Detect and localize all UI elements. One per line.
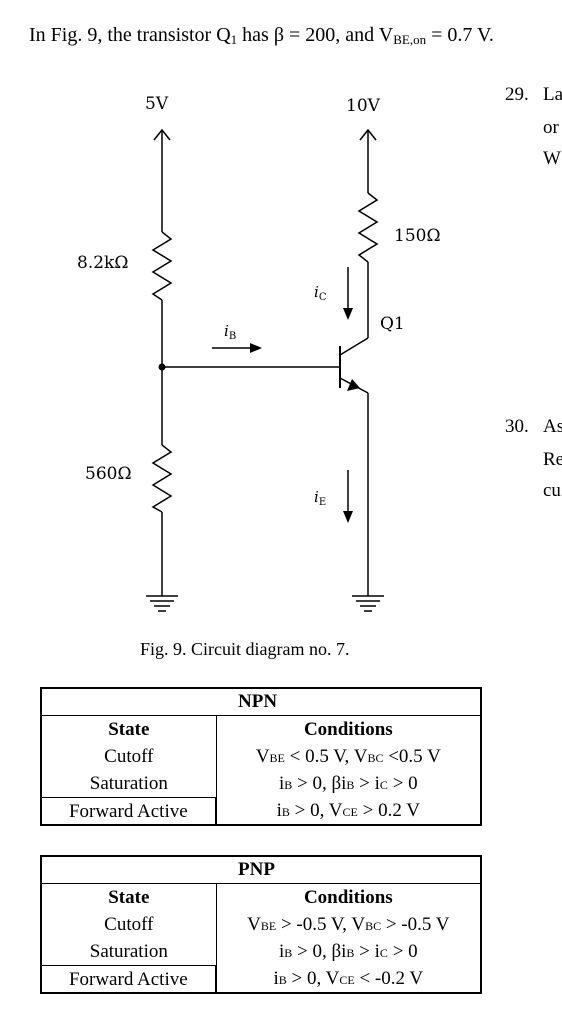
pnp-row-conditions: iB > 0, VCE < -0.2 V bbox=[215, 965, 480, 992]
label-r2: 560Ω bbox=[85, 464, 132, 484]
npn-row-conditions: VBE < 0.5 V, VBC <0.5 V bbox=[215, 743, 480, 770]
supply-arrow-5v bbox=[153, 128, 171, 141]
npn-table: NPN State Conditions Cutoff VBE < 0.5 V, V… bbox=[40, 687, 482, 826]
figure-caption: Fig. 9. Circuit diagram no. 7. bbox=[140, 639, 350, 659]
pnp-row-state: Forward Active bbox=[42, 965, 216, 992]
resistor-560 bbox=[151, 444, 173, 513]
npn-row-conditions: iB > 0, βiB > iC > 0 bbox=[215, 770, 480, 797]
pnp-head-state: State bbox=[108, 887, 150, 908]
supply-arrow-10v bbox=[359, 128, 377, 141]
current-arrowhead-ib bbox=[250, 343, 262, 353]
question-30-number: 30. bbox=[505, 416, 529, 437]
label-ic: iC bbox=[314, 283, 327, 303]
intro-sub-be: BE,on bbox=[393, 32, 427, 47]
current-arrowhead-ic bbox=[343, 308, 353, 320]
junction-dot bbox=[158, 363, 166, 371]
resistor-150 bbox=[357, 192, 379, 263]
label-ie: iE bbox=[314, 488, 326, 508]
question-30-line-1: As bbox=[543, 416, 562, 437]
pnp-row-state: Cutoff bbox=[104, 914, 154, 935]
ground-right bbox=[352, 595, 384, 612]
transistor-collector-lead bbox=[339, 337, 369, 356]
npn-row-state: Forward Active bbox=[42, 797, 216, 824]
ground-left bbox=[146, 595, 178, 612]
current-arrowhead-ie bbox=[343, 511, 353, 523]
emitter-arrowhead bbox=[347, 379, 360, 391]
pnp-row-conditions: iB > 0, βiB > iC > 0 bbox=[215, 938, 480, 965]
question-29-line-2: or bbox=[543, 117, 559, 138]
label-q1: Q1 bbox=[380, 314, 405, 334]
npn-head-state: State bbox=[108, 719, 150, 740]
circuit-diagram: 5V 10V 8.2kΩ 560Ω 150Ω Q1 iB iC iE bbox=[77, 94, 441, 612]
label-r1: 8.2kΩ bbox=[77, 253, 128, 273]
npn-row-state: Cutoff bbox=[104, 746, 154, 767]
pnp-table-title: PNP bbox=[238, 859, 275, 880]
intro-part-b: has β = 200, and V bbox=[237, 24, 394, 46]
npn-row-state: Saturation bbox=[89, 773, 168, 794]
question-30-line-2: Re bbox=[543, 449, 562, 470]
question-29-line-3: W bbox=[543, 148, 561, 169]
intro-text: In Fig. 9, the transistor Q1 has β = 200… bbox=[29, 24, 494, 48]
npn-table-title: NPN bbox=[238, 691, 278, 712]
npn-row-conditions: iB > 0, VCE > 0.2 V bbox=[215, 797, 480, 824]
resistor-8k2 bbox=[151, 231, 173, 301]
question-30-line-3: cu bbox=[543, 480, 561, 501]
intro-part-a: In Fig. 9, the transistor Q bbox=[29, 24, 231, 46]
npn-head-conditions: Conditions bbox=[215, 716, 480, 743]
pnp-row-state: Saturation bbox=[89, 941, 168, 962]
question-29-number: 29. bbox=[505, 84, 529, 105]
intro-part-c: = 0.7 V. bbox=[426, 24, 494, 46]
label-ib: iB bbox=[224, 322, 236, 342]
intro-sub-1: 1 bbox=[230, 32, 238, 47]
pnp-head-conditions: Conditions bbox=[215, 884, 480, 911]
pnp-table: PNP State Conditions Cutoff VBE > -0.5 V, … bbox=[40, 855, 482, 994]
label-5v: 5V bbox=[145, 94, 169, 114]
pnp-row-conditions: VBE > -0.5 V, VBC > -0.5 V bbox=[215, 911, 480, 938]
question-29-line-1: La bbox=[543, 84, 562, 105]
label-10v: 10V bbox=[346, 96, 381, 116]
label-rc: 150Ω bbox=[394, 226, 441, 246]
